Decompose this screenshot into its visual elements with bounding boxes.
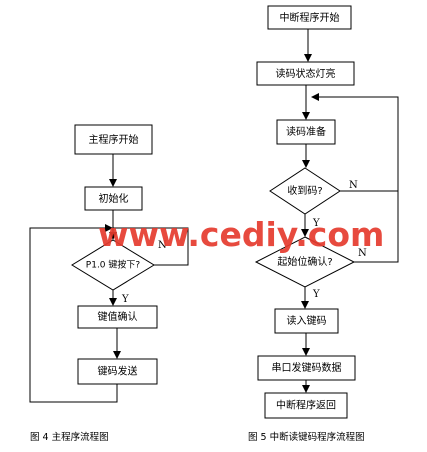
node-code-received-label: 收到码? (287, 184, 322, 197)
caption-figure-5: 图 5 中断读键码程序流程图 (248, 431, 365, 443)
node-main-start-label: 主程序开始 (89, 133, 139, 146)
label-yes-1: Y (312, 218, 320, 229)
node-p10-pressed-label: P1.0 键按下? (86, 259, 141, 271)
node-isr-return-label: 中断程序返回 (276, 399, 336, 412)
node-key-confirm-label: 键值确认 (98, 310, 138, 323)
node-isr-start (267, 5, 352, 30)
edge-decision-no (113, 227, 189, 266)
label-yes-2: Y (312, 289, 320, 300)
node-read-key-label: 读入键码 (287, 314, 327, 327)
edge-received-no (311, 93, 399, 192)
caption-figure-4: 图 4 主程序流程图 (30, 431, 109, 443)
node-init-label: 初始化 (99, 192, 129, 205)
node-read-led-on-label: 读码状态灯亮 (276, 67, 336, 80)
node-read-key (274, 308, 339, 334)
node-uart-send-label: 串口发键码数据 (272, 361, 342, 374)
label-no-1: N (349, 180, 358, 191)
node-read-ready-label: 读码准备 (286, 125, 326, 138)
label-no-2: N (358, 248, 367, 259)
edge-startbit-no (354, 191, 399, 263)
label-no: N (158, 240, 167, 251)
label-yes: Y (121, 294, 129, 305)
watermark-text: www.cediy.com (98, 215, 384, 254)
node-start-bit-confirm-label: 起始位确认? (277, 255, 332, 268)
node-key-send (77, 358, 158, 385)
node-uart-send (257, 355, 356, 381)
node-key-send-label: 键码发送 (98, 365, 138, 378)
edge-loop-back (29, 224, 118, 403)
figure-4: 主程序开始 初始化 P1.0 键按下? 键值确认 键码发送 N Y 图 4 主程… (29, 124, 189, 443)
figure-5: 中断程序开始 读码状态灯亮 读码准备 收到码? 起始位确认? 读入键码 串口发键… (248, 5, 399, 443)
node-read-ready (276, 119, 336, 145)
node-isr-return (264, 392, 348, 419)
node-isr-start-label: 中断程序开始 (280, 11, 340, 24)
node-main-start (74, 124, 153, 155)
